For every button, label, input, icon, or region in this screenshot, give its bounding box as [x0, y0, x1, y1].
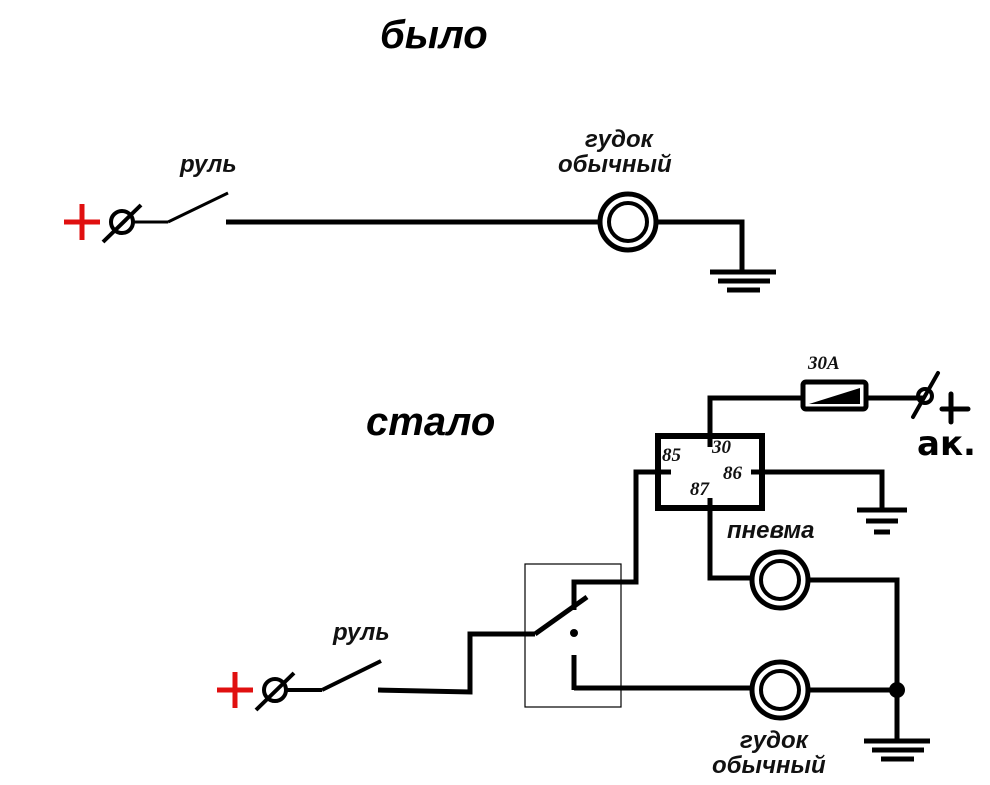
- before-ground-wire: [656, 219, 745, 272]
- relay-86-ground-wire: [751, 469, 885, 509]
- before-positive-terminal: [64, 204, 100, 240]
- before-title: было: [380, 13, 488, 57]
- before-horn-label-2: обычный: [558, 151, 672, 178]
- after-steering-switch: [286, 659, 382, 692]
- after-horn-label-2: обычный: [712, 752, 826, 779]
- relay-pin-86: 86: [723, 463, 743, 484]
- fuse-icon: [800, 379, 869, 412]
- fuse-label: 30A: [807, 353, 840, 374]
- before-steering-switch: [133, 191, 229, 224]
- after-switch-label: руль: [332, 619, 390, 646]
- relay-85-wire: [571, 469, 671, 610]
- air-horn-label: пневма: [727, 517, 815, 544]
- relay-ground-icon: [857, 507, 907, 535]
- after-title: стало: [366, 400, 495, 444]
- air-horn-icon: [749, 549, 811, 611]
- battery-label: ак.: [917, 424, 976, 464]
- before-switch-label: руль: [179, 151, 237, 178]
- after-horn-label-1: гудок: [740, 727, 810, 754]
- changeover-switch: [533, 594, 589, 690]
- regular-horn-icon: [749, 659, 811, 721]
- after-ground-icon: [864, 738, 930, 762]
- before-ground-icon: [710, 269, 776, 293]
- battery-plus-icon: [939, 391, 971, 425]
- before-horn-icon: [597, 191, 659, 253]
- junction-dot: [889, 682, 905, 698]
- battery-terminal-icon: [911, 371, 940, 419]
- relay-pin-85: 85: [662, 445, 682, 466]
- steering-to-switch-wire: [377, 631, 535, 695]
- relay-pin-87: 87: [690, 479, 711, 500]
- relay-87-wire: [707, 498, 752, 581]
- relay-pin-30: 30: [711, 437, 732, 458]
- before-horn-label-1: гудок: [585, 126, 655, 153]
- after-positive-terminal: [217, 672, 253, 708]
- air-horn-ground-wire: [808, 577, 900, 740]
